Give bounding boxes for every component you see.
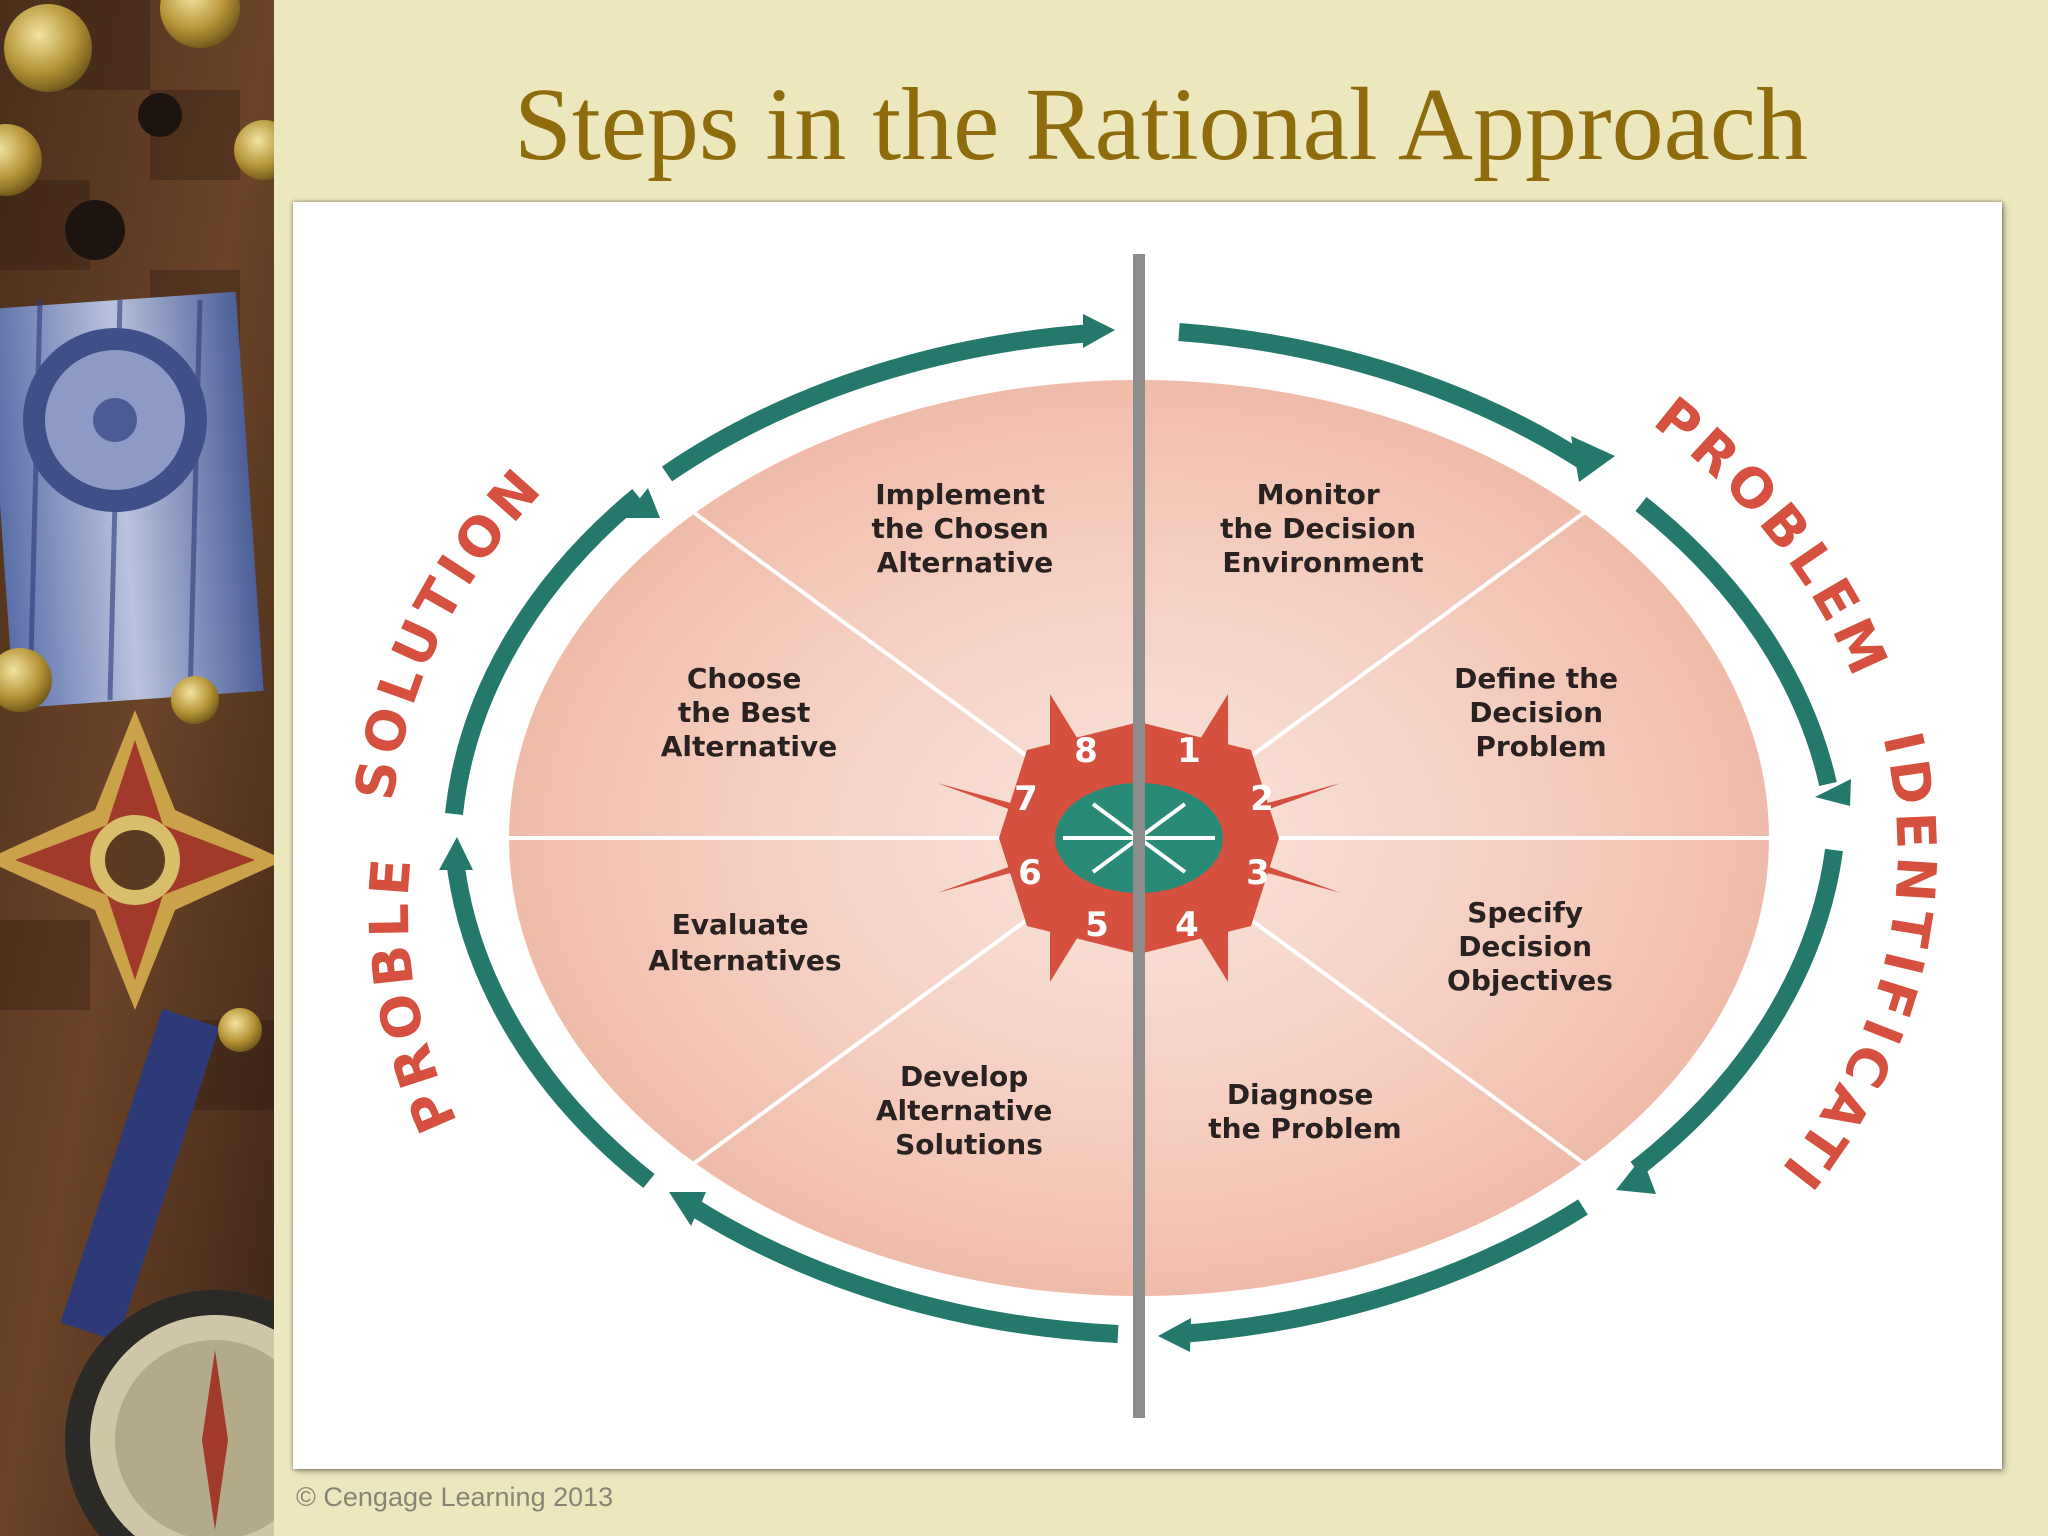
step-number-6: 6	[1018, 853, 1042, 893]
medals-photo-illustration	[0, 0, 274, 1536]
arrowhead-bottom-right	[1158, 1318, 1191, 1352]
step-label-3: Specify Decision Objectives	[1447, 896, 1613, 997]
arrowhead-top-left	[1083, 314, 1115, 348]
step-label-4: Diagnose the Problem	[1208, 1078, 1401, 1145]
slide-title: Steps in the Rational Approach	[513, 67, 1808, 182]
step-number-8: 8	[1074, 731, 1098, 771]
step-number-4: 4	[1175, 905, 1199, 945]
step-label-6: Evaluate Alternatives	[648, 908, 841, 977]
vertical-divider	[1133, 254, 1145, 1418]
decorative-photo-strip	[0, 0, 274, 1536]
cycle-arrowheads	[439, 314, 1851, 1352]
step-label-1: Monitor the Decision Environment	[1220, 478, 1426, 579]
arrowhead-right-lower	[1616, 1157, 1656, 1194]
cycle-arrow-right-lower	[1630, 848, 1843, 1177]
cycle-arrow-top-left	[661, 324, 1094, 482]
arrowhead-right-upper	[1815, 779, 1851, 806]
step-number-3: 3	[1246, 853, 1270, 893]
cycle-arrow-bottom-left	[685, 1197, 1119, 1343]
cycle-arrow-left-upper	[445, 489, 644, 815]
step-number-2: 2	[1250, 779, 1274, 819]
step-label-7: Choose the Best Alternative	[661, 662, 838, 763]
arrowhead-left-upper	[624, 488, 660, 518]
step-label-2: Define the Decision Problem	[1454, 662, 1628, 763]
step-number-5: 5	[1085, 905, 1109, 945]
copyright-credit: © Cengage Learning 2013	[296, 1482, 614, 1512]
rational-approach-cycle-diagram: PROBLEM IDENTIFICATION PROBLEM SOLUTION …	[293, 202, 1942, 1418]
step-number-1: 1	[1177, 731, 1201, 771]
cycle-arrow-right-upper	[1635, 496, 1837, 786]
cycle-arrow-bottom-right	[1180, 1199, 1588, 1343]
cycle-arrows	[445, 323, 1843, 1343]
step-label-8: Implement the Chosen Alternative	[871, 478, 1058, 579]
step-label-5: Develop Alternative Solutions	[876, 1060, 1062, 1161]
arrowhead-left-lower	[439, 837, 473, 870]
arrowhead-bottom-left	[669, 1192, 706, 1226]
cycle-arrow-top-right	[1178, 323, 1593, 472]
arrowhead-top-right	[1571, 436, 1615, 482]
step-number-7: 7	[1014, 779, 1038, 819]
cycle-arrow-left-lower	[446, 858, 655, 1189]
